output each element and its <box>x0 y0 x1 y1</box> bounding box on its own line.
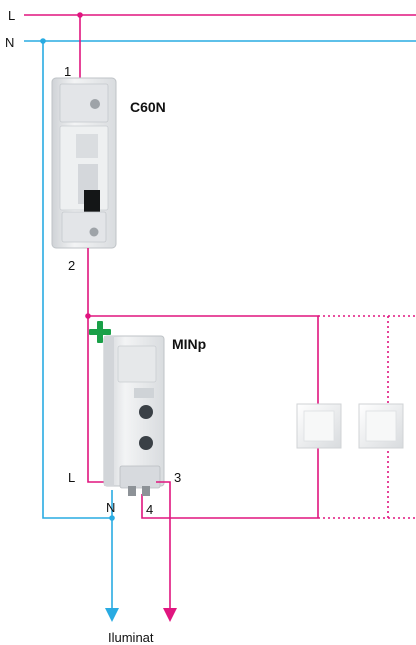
breaker-terminal-top: 1 <box>64 64 71 79</box>
output-label: Iluminat <box>108 630 154 645</box>
breaker-terminal-bottom: 2 <box>68 258 75 273</box>
timer-minp <box>103 335 165 496</box>
arrow-down-icon <box>163 608 177 622</box>
line-N-label: N <box>5 35 14 50</box>
timer-terminal-N: N <box>106 500 115 515</box>
arrow-down-icon <box>105 608 119 622</box>
breaker-c60n <box>51 77 117 249</box>
timer-terminal-4: 4 <box>146 502 153 517</box>
timer-terminal-L: L <box>68 470 75 485</box>
breaker-name: C60N <box>130 99 166 115</box>
plus-icon <box>89 321 111 343</box>
wire-neutral-loop <box>42 41 112 519</box>
line-L-label: L <box>8 8 15 23</box>
timer-name: MINp <box>172 336 206 352</box>
junction-neutral-output <box>109 515 115 521</box>
wire-terminal-3-output <box>156 481 171 610</box>
push-button-switch-1 <box>296 403 342 449</box>
timer-terminal-3: 3 <box>174 470 181 485</box>
wire-switch-return <box>141 494 318 519</box>
push-button-switch-2 <box>358 403 404 449</box>
